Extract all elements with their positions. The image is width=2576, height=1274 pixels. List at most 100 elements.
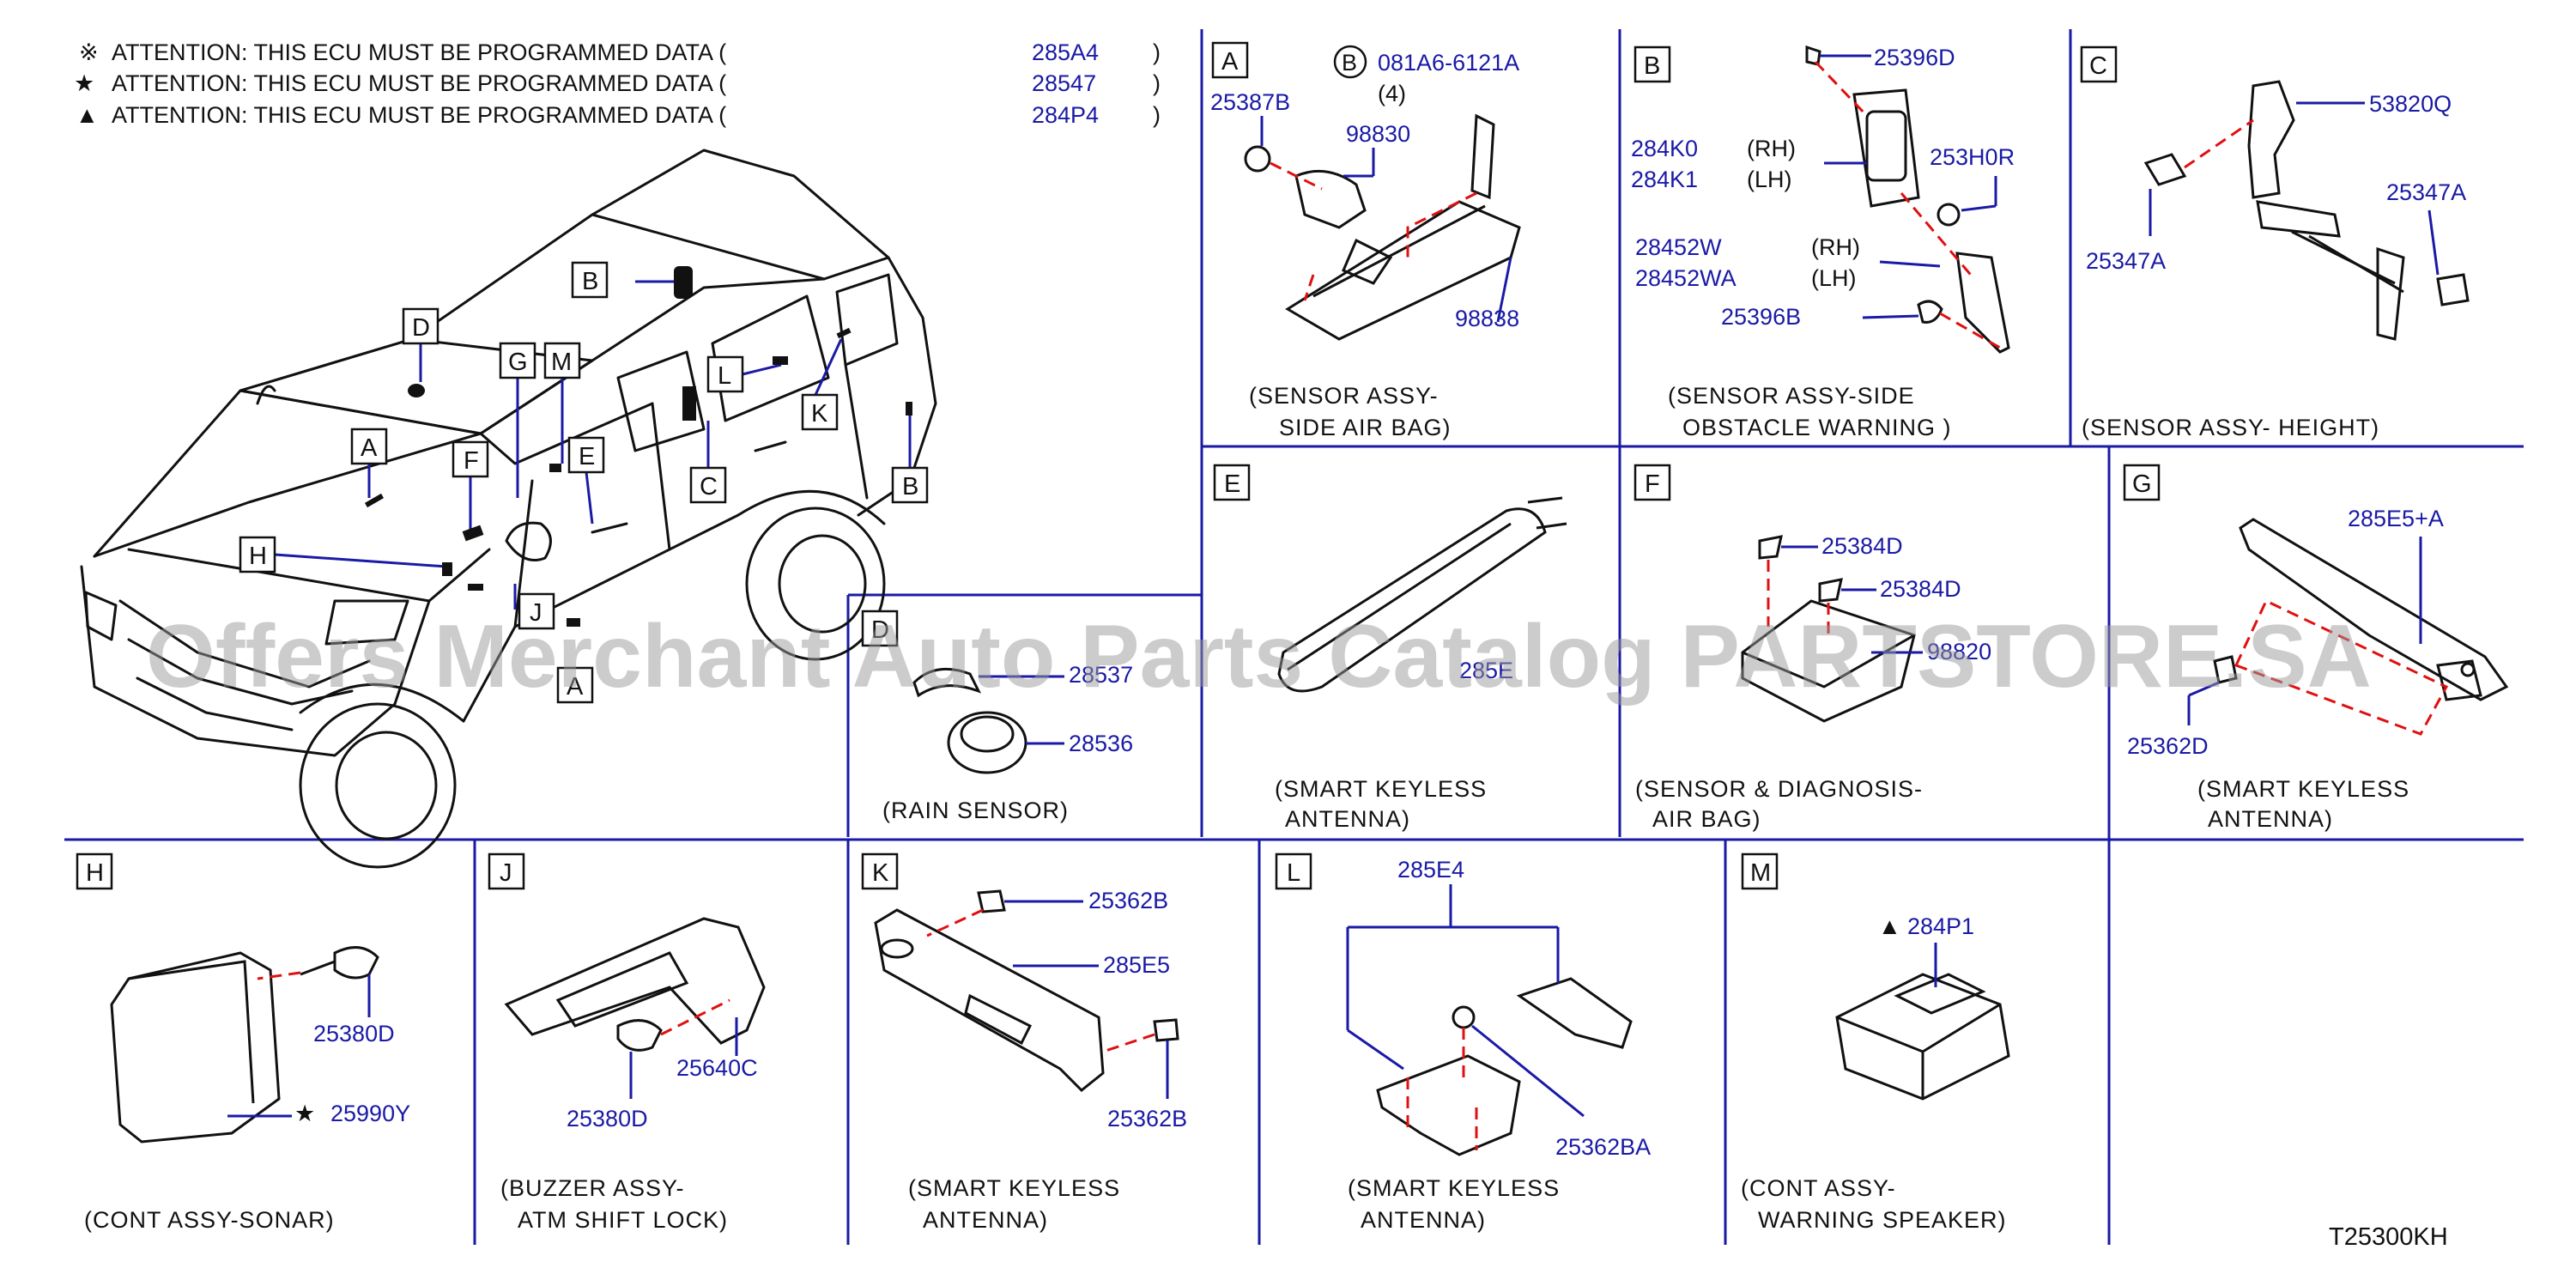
part-25362b-upper[interactable]: 25362B [1088, 888, 1168, 913]
part-98830[interactable]: 98830 [1346, 121, 1410, 147]
svg-text:B: B [902, 473, 918, 500]
part-25380d-j[interactable]: 25380D [567, 1106, 648, 1131]
callout-d[interactable]: D [402, 307, 439, 345]
part-253h0r[interactable]: 253H0R [1930, 144, 2015, 170]
panel-k-letter: K [872, 859, 889, 887]
panel-b-caption-2: OBSTACLE WARNING ) [1682, 415, 1952, 440]
part-285e5-a[interactable]: 285E5+A [2348, 506, 2444, 531]
vehicle-illustration [80, 149, 937, 869]
part-25347a-right[interactable]: 25347A [2386, 179, 2466, 205]
part-25384d-upper[interactable]: 25384D [1821, 533, 1903, 559]
part-285e5[interactable]: 285E5 [1103, 952, 1170, 978]
part-53820q[interactable]: 53820Q [2369, 91, 2452, 117]
svg-text:E: E [579, 443, 595, 470]
part-25990y[interactable]: 25990Y [330, 1101, 410, 1126]
panel-k-leaders [1004, 900, 1169, 1099]
panel-k-dash [926, 908, 1155, 1053]
panel-k-caption-1: (SMART KEYLESS [908, 1175, 1120, 1201]
part-081a6-6121a[interactable]: 081A6-6121A [1378, 50, 1519, 76]
part-28452w-side: (RH) [1811, 234, 1860, 260]
vehicle-callouts: B D A G M E F H [239, 261, 929, 704]
part-284p1[interactable]: 284P1 [1907, 913, 1974, 939]
part-284k0[interactable]: 284K0 [1631, 136, 1698, 161]
part-98820[interactable]: 98820 [1927, 639, 1991, 664]
note-2-part[interactable]: 28547 [1032, 70, 1096, 96]
part-25396b[interactable]: 25396B [1721, 304, 1801, 330]
panel-h-symbol: ★ [294, 1101, 315, 1126]
callout-a-lower[interactable]: A [556, 666, 594, 704]
note-3-symbol: ▲ [76, 102, 99, 128]
callout-k[interactable]: K [801, 393, 839, 431]
note-3-part[interactable]: 284P4 [1032, 102, 1099, 128]
panel-d-letter: D [871, 616, 889, 644]
part-25396d[interactable]: 25396D [1874, 45, 1955, 70]
panel-m-letter-box [1741, 852, 1779, 890]
svg-text:J: J [530, 599, 542, 627]
panel-e-caption-1: (SMART KEYLESS [1275, 776, 1487, 802]
callout-l[interactable]: L [706, 355, 744, 393]
callout-b-rear[interactable]: B [891, 466, 929, 504]
note-1-part[interactable]: 285A4 [1032, 39, 1099, 65]
part-25387b[interactable]: 25387B [1210, 89, 1290, 115]
panel-j-letter: J [500, 859, 512, 887]
callout-e[interactable]: E [567, 436, 605, 474]
part-28536[interactable]: 28536 [1069, 731, 1133, 756]
part-25640c[interactable]: 25640C [676, 1055, 758, 1081]
panel-f-letter: F [1645, 470, 1660, 498]
panel-m-caption-1: (CONT ASSY- [1741, 1175, 1896, 1201]
panel-k-drawing [874, 889, 1179, 1093]
panel-c: C 53820Q 25347A 25347A (SENSOR ASSY- HEI… [2080, 46, 2470, 440]
part-25362b-lower[interactable]: 25362B [1107, 1106, 1187, 1131]
part-284k1-side: (LH) [1747, 167, 1792, 192]
panel-c-drawing [2143, 80, 2470, 341]
panel-b-letter: B [1644, 52, 1660, 80]
part-25347a-left[interactable]: 25347A [2086, 248, 2166, 274]
part-285e4[interactable]: 285E4 [1397, 857, 1464, 883]
part-25362d[interactable]: 25362D [2127, 733, 2209, 759]
part-98838[interactable]: 98838 [1455, 306, 1519, 331]
panel-f-caption-1: (SENSOR & DIAGNOSIS- [1635, 776, 1923, 802]
panel-j-dash [660, 998, 730, 1036]
panel-e-letter-box [1213, 464, 1251, 501]
callout-h[interactable]: H [239, 536, 276, 573]
panel-e: E 285E (SMART KEYLESS ANTENNA) [1213, 464, 1567, 832]
svg-text:F: F [464, 447, 479, 475]
panel-f-caption-2: AIR BAG) [1652, 806, 1761, 832]
part-28537[interactable]: 28537 [1069, 662, 1133, 688]
panel-a-letter-box [1211, 41, 1249, 79]
callout-f[interactable]: F [452, 440, 489, 478]
note-2-text: ATTENTION: THIS ECU MUST BE PROGRAMMED D… [112, 70, 726, 96]
svg-text:A: A [567, 673, 584, 701]
panel-e-caption-2: ANTENNA) [1285, 806, 1410, 832]
callout-g[interactable]: G [499, 342, 536, 379]
panel-b-dash [1814, 60, 2001, 349]
part-284k1[interactable]: 284K1 [1631, 167, 1698, 192]
callout-m[interactable]: M [543, 342, 581, 379]
part-285e[interactable]: 285E [1459, 658, 1513, 683]
part-28452w[interactable]: 28452W [1635, 234, 1722, 260]
panel-e-drawing [1277, 496, 1567, 693]
panel-f-letter-box [1633, 464, 1671, 501]
svg-text:M: M [551, 349, 572, 376]
svg-text:A: A [361, 434, 378, 462]
panel-a-drawing [1244, 113, 1521, 341]
callout-c[interactable]: C [689, 466, 727, 504]
part-25380d-h[interactable]: 25380D [313, 1021, 395, 1046]
callout-a-front[interactable]: A [350, 428, 388, 465]
part-28452wa[interactable]: 28452WA [1635, 265, 1737, 291]
panel-h-caption: (CONT ASSY-SONAR) [84, 1207, 335, 1233]
panel-b-caption-1: (SENSOR ASSY-SIDE [1668, 383, 1915, 409]
part-25384d-lower[interactable]: 25384D [1880, 576, 1961, 602]
svg-text:L: L [718, 362, 731, 390]
panel-m-drawing [1835, 973, 2010, 1101]
part-25362ba[interactable]: 25362BA [1555, 1134, 1651, 1160]
part-284k0-side: (RH) [1747, 136, 1796, 161]
panel-h-letter: H [86, 859, 104, 887]
panel-g-dash [2234, 598, 2449, 736]
callout-j[interactable]: J [518, 592, 555, 630]
note-3-paren: ) [1153, 102, 1161, 128]
callout-b-upper[interactable]: B [571, 261, 609, 299]
panel-l-caption-2: ANTENNA) [1361, 1207, 1486, 1233]
svg-text:H: H [249, 543, 267, 570]
